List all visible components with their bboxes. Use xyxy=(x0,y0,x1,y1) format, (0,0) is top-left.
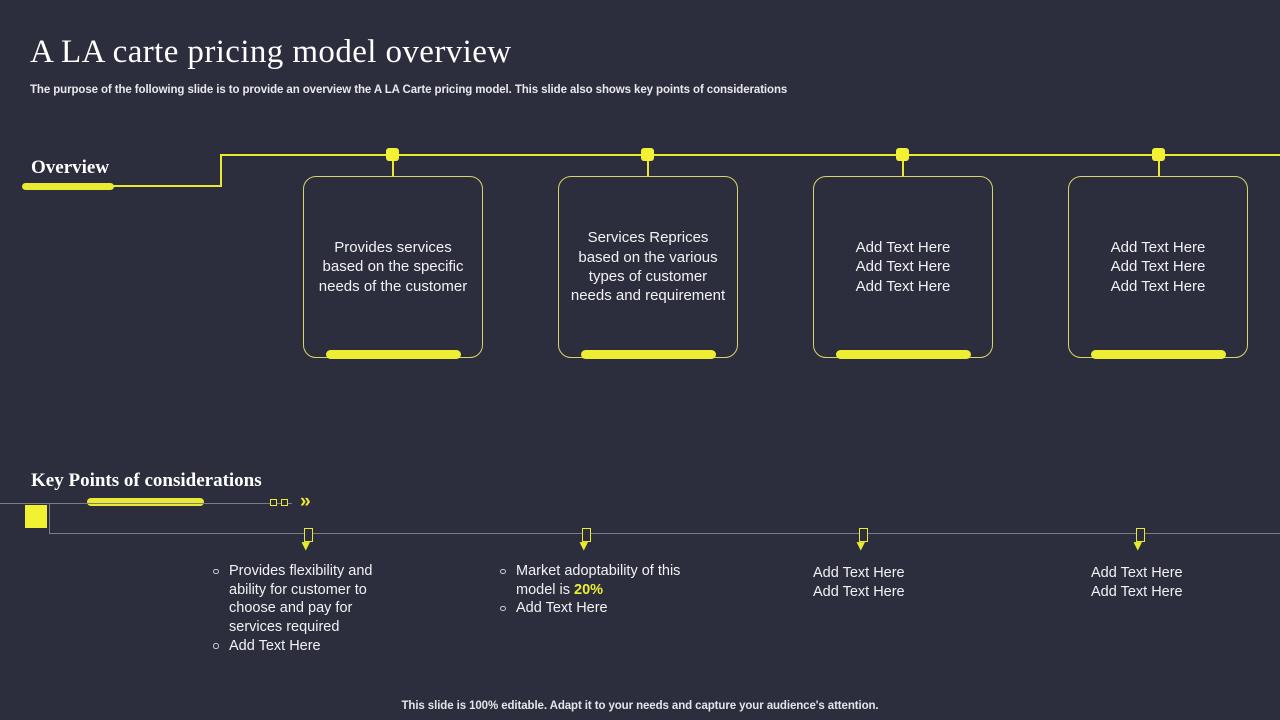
overview-node-marker-4 xyxy=(1152,148,1165,161)
key-points-section-label: Key Points of considerations xyxy=(31,470,262,491)
overview-card-4-text: Add Text Here Add Text Here Add Text Her… xyxy=(1110,238,1206,295)
key-points-node-marker-3 xyxy=(859,528,868,542)
highlighted-percentage: 20% xyxy=(574,581,604,598)
overview-rail-horizontal xyxy=(220,154,1280,156)
key-points-column-4: Add Text Here Add Text Here xyxy=(1091,564,1280,601)
overview-card-1-accent-bar xyxy=(326,350,461,359)
bullet-circle-icon xyxy=(213,643,219,649)
overview-node-marker-3 xyxy=(896,148,909,161)
list-item-text: Add Text Here xyxy=(229,637,321,654)
overview-underline-bar xyxy=(22,183,114,190)
key-points-list-1: Provides flexibility and ability for cus… xyxy=(208,562,408,656)
list-item: Provides flexibility and ability for cus… xyxy=(208,562,408,637)
bullet-circle-icon xyxy=(213,568,219,574)
overview-card-3[interactable]: Add Text Here Add Text Here Add Text Her… xyxy=(813,176,993,358)
key-points-underline-bar xyxy=(87,498,204,506)
key-points-text-4-2: Add Text Here xyxy=(1091,583,1183,600)
key-points-accent-square xyxy=(25,505,47,528)
overview-section-label: Overview xyxy=(31,157,110,178)
key-points-node-marker-2 xyxy=(582,528,591,542)
chevron-down-icon-4: ▾ xyxy=(1134,537,1142,554)
overview-card-1[interactable]: Provides services based on the specific … xyxy=(303,176,483,358)
key-points-column-3: Add Text Here Add Text Here xyxy=(813,564,1013,601)
key-points-mini-square-1 xyxy=(270,499,277,506)
overview-card-2-text: Services Reprices based on the various t… xyxy=(570,229,726,305)
chevron-down-icon-2: ▾ xyxy=(580,537,588,554)
page-subtitle: The purpose of the following slide is to… xyxy=(30,84,788,96)
chevron-down-icon-1: ▾ xyxy=(302,537,310,554)
overview-card-2-accent-bar xyxy=(581,350,716,359)
key-points-column-2: Market adoptability of this model is 20%… xyxy=(495,562,695,618)
overview-drop-line-3 xyxy=(902,161,904,179)
double-chevron-right-icon: ›› xyxy=(300,491,311,512)
overview-drop-line-4 xyxy=(1158,161,1160,179)
chevron-down-icon-3: ▾ xyxy=(857,537,865,554)
key-points-rail-riser xyxy=(49,503,51,534)
key-points-text-3-2: Add Text Here xyxy=(813,583,905,600)
overview-node-marker-1 xyxy=(386,148,399,161)
list-item-text: Market adoptability of this model is 20% xyxy=(516,563,681,598)
bullet-circle-icon xyxy=(500,605,506,612)
key-points-rail-top xyxy=(0,503,292,505)
list-item: Add Text Here xyxy=(208,637,408,656)
key-points-node-marker-4 xyxy=(1136,528,1145,542)
overview-card-3-accent-bar xyxy=(836,350,971,359)
bullet-circle-icon xyxy=(500,568,506,574)
overview-rail-left-riser xyxy=(220,154,222,186)
overview-card-3-text: Add Text Here Add Text Here Add Text Her… xyxy=(855,238,951,295)
list-item-text: Provides flexibility and ability for cus… xyxy=(229,563,373,636)
overview-card-1-text: Provides services based on the specific … xyxy=(318,238,468,295)
overview-drop-line-1 xyxy=(392,161,394,179)
overview-node-marker-2 xyxy=(641,148,654,161)
key-points-text-3-1: Add Text Here xyxy=(813,565,905,581)
key-points-rail-horizontal xyxy=(49,533,1280,535)
page-title: A LA carte pricing model overview xyxy=(30,34,512,70)
overview-card-2[interactable]: Services Reprices based on the various t… xyxy=(558,176,738,358)
key-points-text-4-1: Add Text Here xyxy=(1091,565,1183,581)
list-item: Market adoptability of this model is 20% xyxy=(495,562,695,599)
overview-rail-left-foot xyxy=(113,185,222,187)
footer-note: This slide is 100% editable. Adapt it to… xyxy=(401,700,879,712)
list-item-text: Add Text Here xyxy=(516,600,608,617)
key-points-node-marker-1 xyxy=(304,528,313,542)
overview-card-4[interactable]: Add Text Here Add Text Here Add Text Her… xyxy=(1068,176,1248,358)
key-points-list-2: Market adoptability of this model is 20%… xyxy=(495,562,695,618)
overview-card-4-accent-bar xyxy=(1091,350,1226,359)
overview-drop-line-2 xyxy=(647,161,649,179)
key-points-mini-square-2 xyxy=(281,499,288,506)
key-points-column-1: Provides flexibility and ability for cus… xyxy=(208,562,408,656)
list-item: Add Text Here xyxy=(495,599,695,618)
